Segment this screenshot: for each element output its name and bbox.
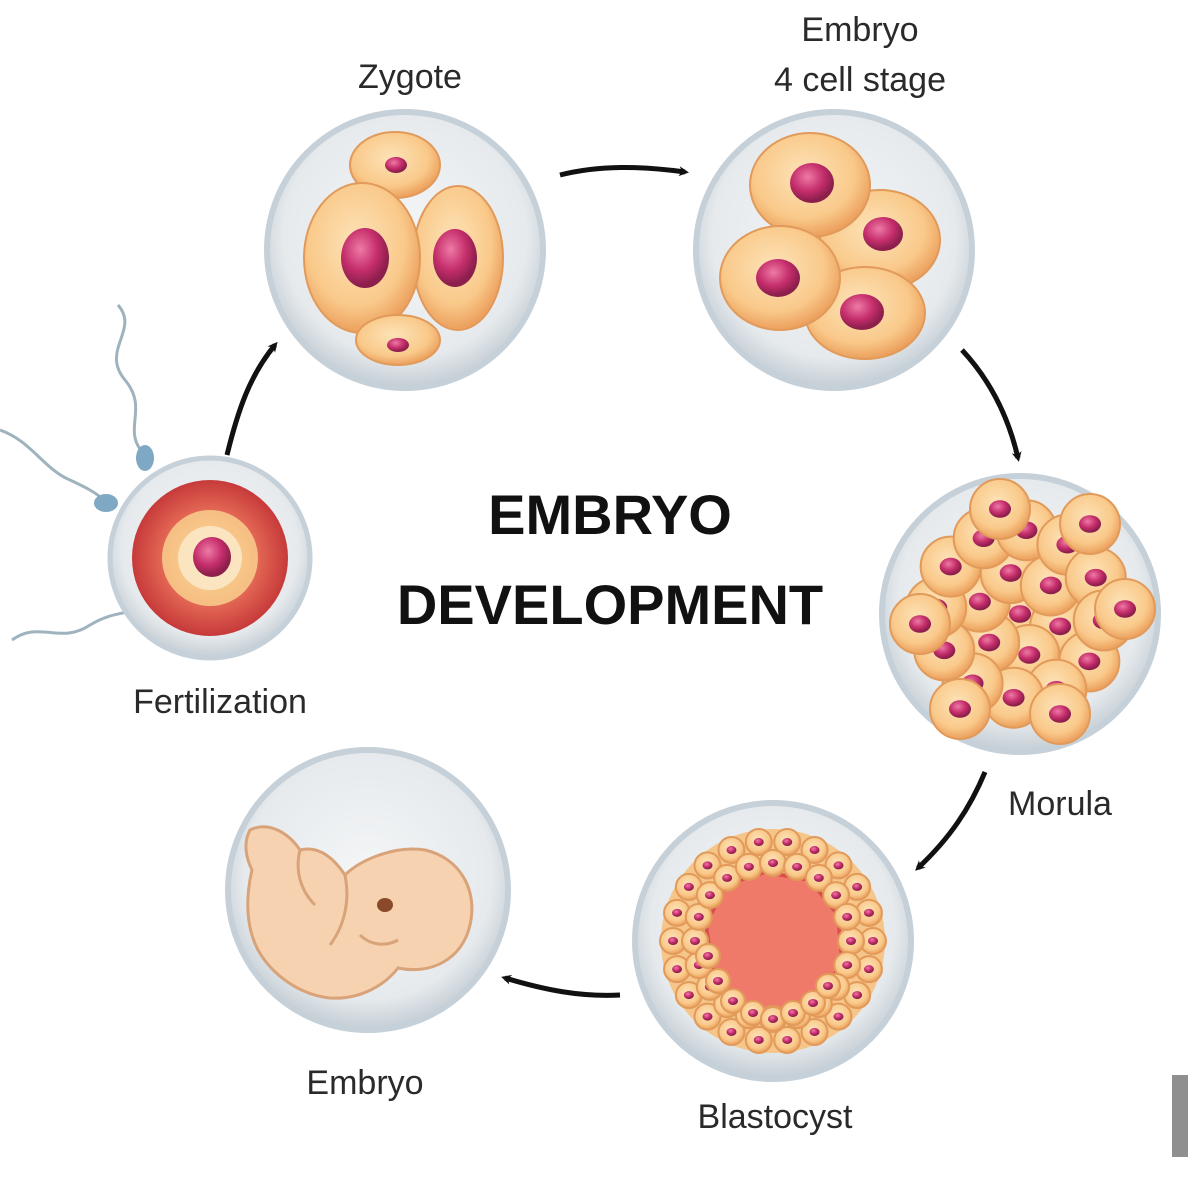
arrow-morula-to-blastocyst xyxy=(915,771,988,871)
cell-nucleus xyxy=(968,592,991,611)
cell-nucleus xyxy=(726,846,737,855)
cell-nucleus xyxy=(846,937,856,945)
cell-nucleus xyxy=(823,982,833,990)
cell-nucleus xyxy=(831,891,842,900)
diagram-title-line2: DEVELOPMENT xyxy=(396,573,824,636)
cell-nucleus xyxy=(1084,568,1107,587)
cell-nucleus xyxy=(808,999,818,1007)
arrow-blastocyst-to-embryo xyxy=(501,974,621,998)
zygote-illustration xyxy=(264,109,546,391)
label-embryo: Embryo xyxy=(306,1064,424,1102)
cell-nucleus xyxy=(809,846,820,855)
label-fertilization: Fertilization xyxy=(133,683,307,721)
cell-nucleus xyxy=(1078,652,1101,671)
cell-nucleus xyxy=(672,908,683,917)
cell-nucleus xyxy=(809,1027,820,1036)
four-cell-illustration xyxy=(693,109,975,391)
cell-nucleus xyxy=(788,1009,798,1017)
cell-nucleus xyxy=(782,1035,793,1044)
cell-nucleus xyxy=(863,965,874,974)
cycle-arrows xyxy=(224,165,1022,998)
cell-nucleus xyxy=(1114,600,1136,618)
sperm-tail xyxy=(0,428,105,502)
cell-nucleus xyxy=(722,873,733,882)
cell-nucleus xyxy=(1049,705,1071,723)
cell-nucleus xyxy=(702,861,713,870)
label-four-cell-line1: Embryo xyxy=(801,11,919,49)
cell-nucleus xyxy=(813,873,824,882)
embryo-illustration xyxy=(225,747,511,1033)
cell-nucleus xyxy=(989,500,1011,518)
cell-nucleus xyxy=(703,952,713,960)
cell-nucleus xyxy=(748,1009,758,1017)
fertilization-illustration xyxy=(0,304,313,661)
arrow-four-cell-to-morula xyxy=(960,348,1022,462)
cell-nucleus xyxy=(690,937,700,945)
cell-nucleus xyxy=(842,912,853,921)
cell-nucleus xyxy=(672,965,683,974)
cell-nucleus xyxy=(1079,515,1101,533)
cell-nucleus xyxy=(668,937,678,945)
fetus-body xyxy=(244,825,474,1000)
cell-nucleus xyxy=(768,1015,778,1023)
cell-nucleus xyxy=(683,882,694,891)
sperm-head xyxy=(136,445,154,471)
sperm-head xyxy=(94,494,118,512)
cell-nucleus xyxy=(683,991,694,1000)
cell-nucleus xyxy=(1039,576,1062,595)
cell-nucleus xyxy=(743,862,754,871)
label-blastocyst: Blastocyst xyxy=(697,1098,853,1136)
cell-nucleus xyxy=(978,633,1001,652)
cell-nucleus xyxy=(1049,617,1072,636)
cell-nucleus xyxy=(949,700,971,718)
cell-nucleus xyxy=(909,615,931,633)
edge-marker xyxy=(1172,1075,1188,1157)
cell-nucleus xyxy=(693,912,704,921)
cell-nucleus xyxy=(753,1035,764,1044)
arrow-fertilization-to-zygote xyxy=(224,341,278,456)
cell-nucleus xyxy=(792,862,803,871)
cell-nucleus xyxy=(713,977,723,985)
cell-nucleus xyxy=(704,891,715,900)
cell-nucleus xyxy=(999,564,1022,582)
cell-nucleus xyxy=(726,1027,737,1036)
cell-nucleus xyxy=(842,961,853,970)
cell-nucleus xyxy=(863,908,874,917)
diagram-title-line1: EMBRYO xyxy=(488,483,732,546)
cell-nucleus xyxy=(833,1012,844,1021)
cell-nucleus xyxy=(852,882,863,891)
arrow-zygote-to-four-cell xyxy=(559,165,689,178)
sperm-tail xyxy=(114,304,147,457)
cell-nucleus xyxy=(753,838,764,847)
label-morula: Morula xyxy=(1008,785,1112,823)
cell-nucleus xyxy=(768,859,778,867)
cell-nucleus xyxy=(833,861,844,870)
blastocyst-illustration xyxy=(632,800,914,1082)
cell-nucleus xyxy=(1009,605,1031,623)
cell-nucleus xyxy=(1018,646,1041,664)
cell-nucleus xyxy=(1002,688,1025,707)
cell-nucleus xyxy=(868,937,878,945)
cell-nucleus xyxy=(782,838,793,847)
cell-nucleus xyxy=(728,997,738,1005)
cell-nucleus xyxy=(702,1012,713,1021)
label-zygote: Zygote xyxy=(358,58,462,96)
morula-illustration xyxy=(879,473,1161,755)
cell-nucleus xyxy=(852,991,863,1000)
label-four-cell-line2: 4 cell stage xyxy=(774,61,946,99)
cell-nucleus xyxy=(939,557,962,576)
